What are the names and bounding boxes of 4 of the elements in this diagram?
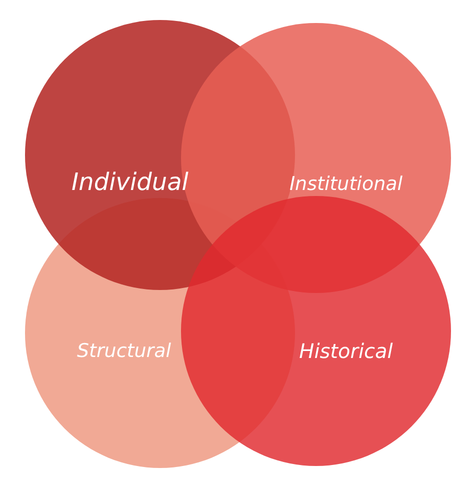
circle-label: Structural xyxy=(76,340,172,362)
circle-label: Institutional xyxy=(289,173,403,195)
circle-label: Historical xyxy=(299,339,393,363)
circle-label: Individual xyxy=(72,168,188,196)
